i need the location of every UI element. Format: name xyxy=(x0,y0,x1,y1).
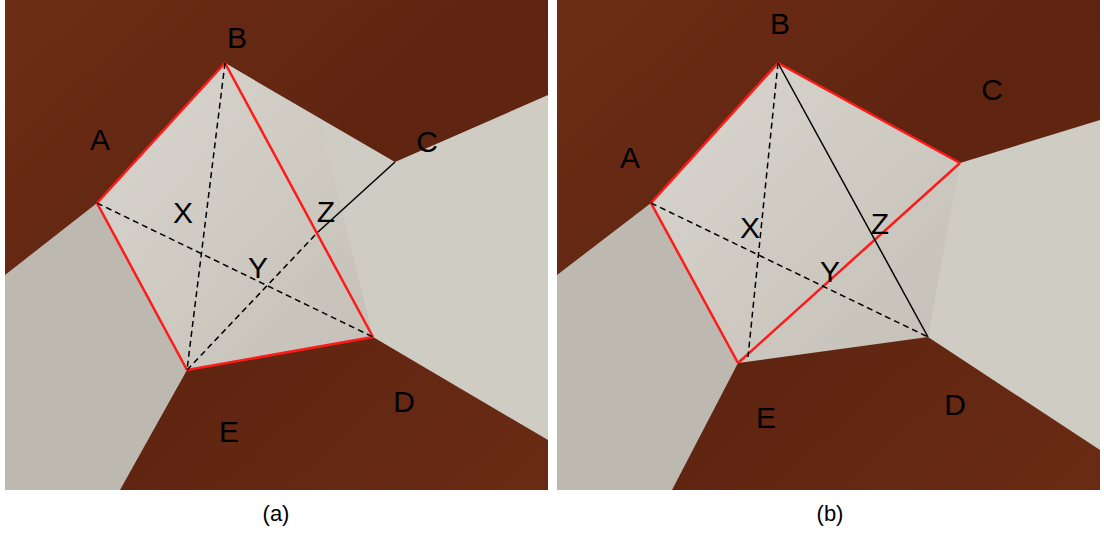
point-label: C xyxy=(981,75,1003,105)
point-label: B xyxy=(770,9,790,39)
point-label: C xyxy=(416,127,438,157)
point-label: D xyxy=(393,387,415,417)
point-label: X xyxy=(740,213,760,243)
point-label: E xyxy=(219,417,239,447)
point-label: D xyxy=(944,390,966,420)
panel-caption: (a) xyxy=(263,503,290,525)
point-label: E xyxy=(756,403,776,433)
point-label: Y xyxy=(248,253,268,283)
point-label: A xyxy=(620,143,640,173)
photo-b xyxy=(557,0,1100,490)
point-label: A xyxy=(90,125,110,155)
point-label: Z xyxy=(871,209,889,239)
panel-caption: (b) xyxy=(817,503,844,525)
photo-a xyxy=(5,0,548,490)
point-label: Y xyxy=(820,257,840,287)
point-label: X xyxy=(173,198,193,228)
point-label: Z xyxy=(317,197,335,227)
point-label: B xyxy=(227,23,247,53)
